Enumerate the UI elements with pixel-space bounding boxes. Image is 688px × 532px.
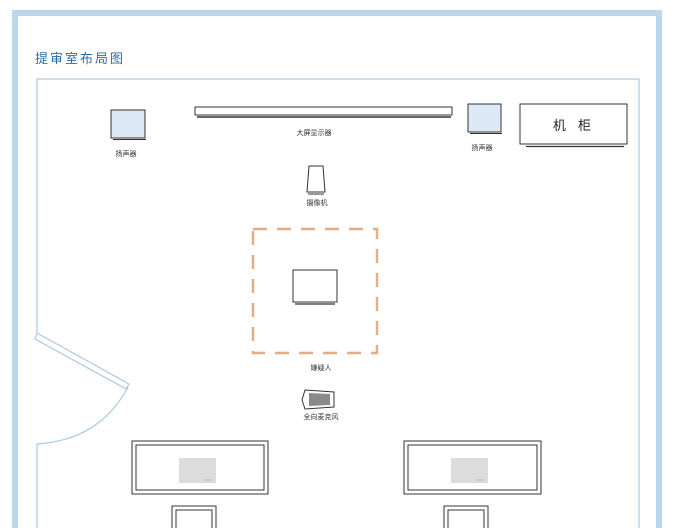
camera-label: 摄像机 [306, 199, 328, 207]
speaker-left [110, 109, 146, 140]
microphone-label: 全向麦克风 [303, 413, 339, 421]
display-label: 大屏显示器 [296, 129, 332, 137]
speaker-right [467, 103, 502, 134]
suspect-zone [251, 227, 379, 355]
suspect-label: 嫌疑人 [310, 364, 332, 372]
door [34, 332, 130, 445]
desk-left [131, 440, 269, 531]
outer-frame [12, 10, 662, 528]
room-walls [36, 78, 640, 528]
diagram-title: 提审室布局图 [35, 52, 126, 67]
speaker-left-label: 扬声器 [115, 150, 137, 158]
cabinet [519, 103, 628, 148]
camera [306, 165, 326, 195]
speaker-right-label: 扬声器 [471, 144, 493, 152]
large-display [194, 106, 453, 118]
desk-right [403, 440, 542, 531]
cabinet-label: 机 柜 [552, 118, 596, 134]
microphone [301, 389, 335, 410]
